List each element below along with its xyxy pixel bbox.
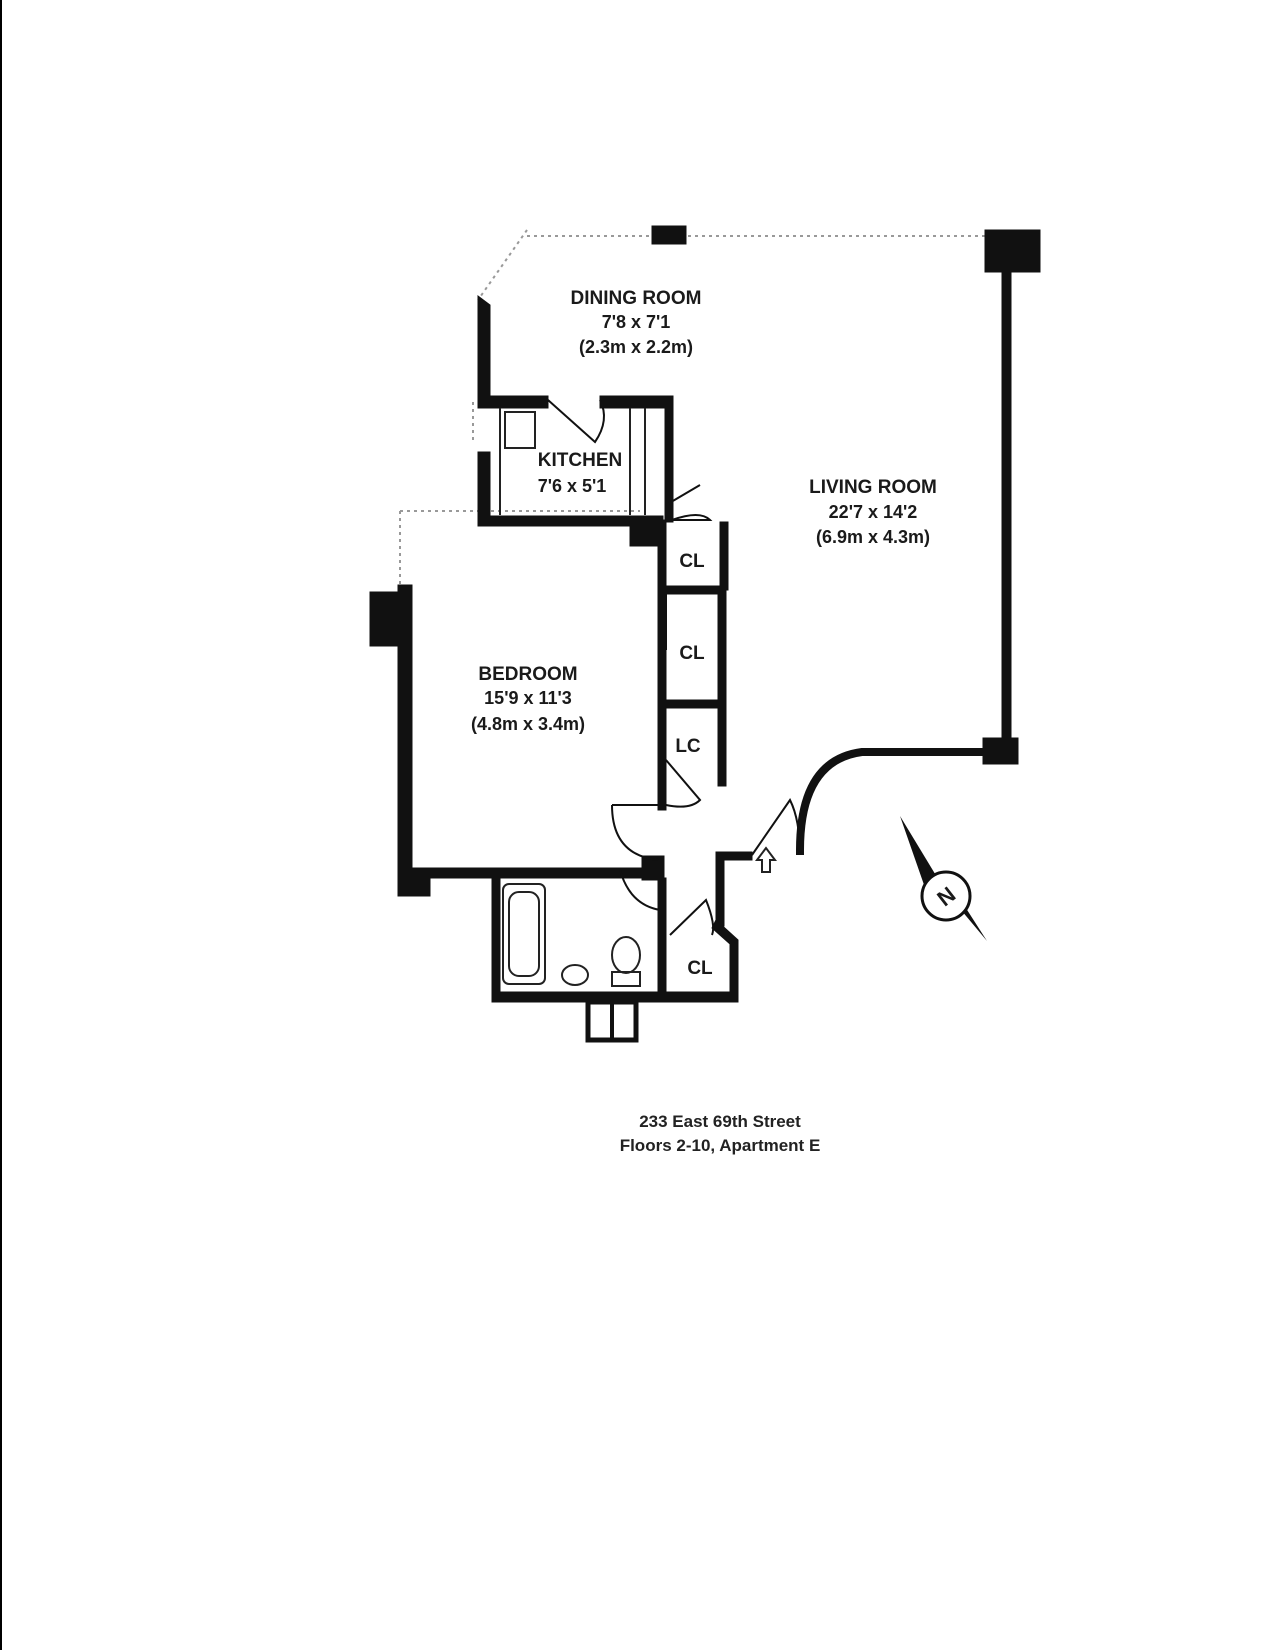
living-room-dim-m: (6.9m x 4.3m)	[816, 527, 930, 547]
kitchen-name: KITCHEN	[538, 450, 622, 471]
closet-label-2: CL	[679, 643, 705, 664]
dining-room-dim-ft: 7'8 x 7'1	[602, 312, 671, 332]
address-caption: 233 East 69th Street Floors 2-10, Apartm…	[520, 1110, 920, 1158]
closet-labels: CL CL LC CL	[675, 551, 713, 979]
closet-label-3: CL	[687, 958, 713, 979]
bathtub	[502, 883, 546, 985]
closet-label-1: CL	[679, 551, 705, 572]
kitchen-dim-ft: 7'6 x 5'1	[538, 476, 607, 496]
bath-sink	[561, 964, 589, 986]
door-swings	[547, 399, 801, 936]
walls	[369, 225, 1041, 1043]
room-kitchen: KITCHEN 7'6 x 5'1	[538, 450, 623, 496]
dining-room-name: DINING ROOM	[571, 288, 702, 309]
linen-closet-label: LC	[675, 736, 701, 757]
dining-room-dim-m: (2.3m x 2.2m)	[579, 337, 693, 357]
room-dining: DINING ROOM 7'8 x 7'1 (2.3m x 2.2m)	[571, 288, 702, 357]
toilet	[611, 936, 641, 974]
bedroom-dim-ft: 15'9 x 11'3	[484, 688, 572, 708]
address-line: 233 East 69th Street	[639, 1112, 801, 1131]
compass-icon: N	[900, 816, 987, 941]
kitchen-sink	[504, 411, 536, 449]
living-room-dim-ft: 22'7 x 14'2	[829, 502, 918, 522]
room-living: LIVING ROOM 22'7 x 14'2 (6.9m x 4.3m)	[809, 477, 937, 547]
bedroom-dim-m: (4.8m x 3.4m)	[471, 714, 585, 734]
fixtures	[499, 408, 777, 987]
room-bedroom: BEDROOM 15'9 x 11'3 (4.8m x 3.4m)	[471, 664, 585, 734]
entry-arrow-icon	[755, 846, 777, 873]
bedroom-name: BEDROOM	[478, 664, 577, 685]
floors-line: Floors 2-10, Apartment E	[619, 1136, 821, 1155]
window-lines	[399, 229, 990, 595]
living-room-name: LIVING ROOM	[809, 477, 937, 498]
page-border	[0, 0, 2, 1650]
